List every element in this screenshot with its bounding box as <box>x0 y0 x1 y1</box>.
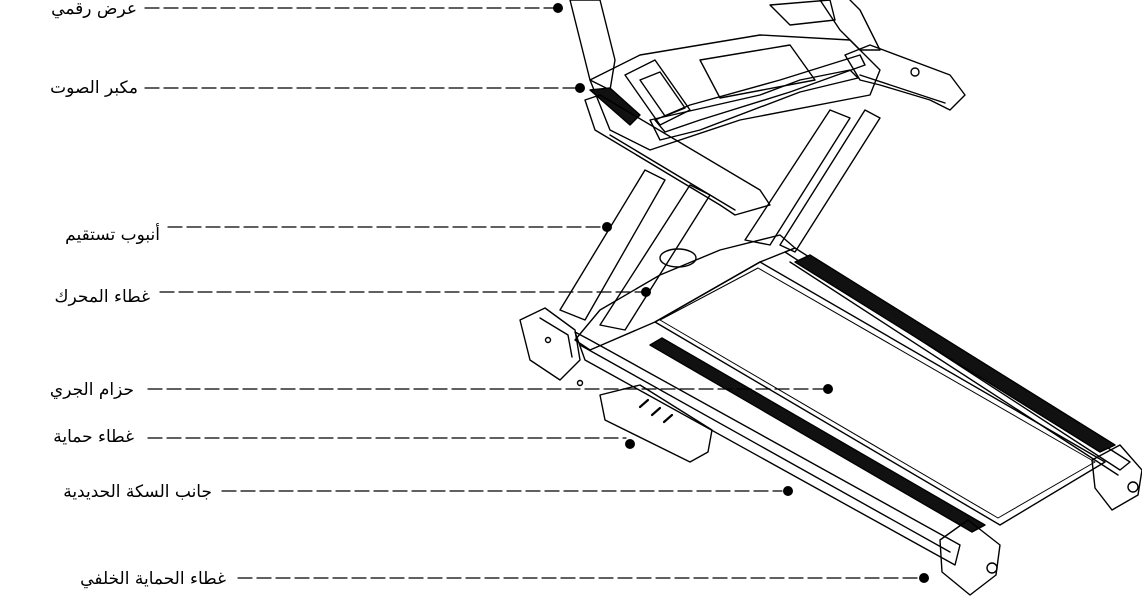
console-assembly <box>569 0 966 216</box>
callout-dot-speaker <box>575 83 585 93</box>
treadmill-frame <box>519 234 1142 596</box>
rear-end-cap-right <box>1091 444 1142 511</box>
callout-dot-display <box>553 3 563 13</box>
label-rail-side: جانب السكة الحديدية <box>63 482 212 502</box>
callout-dot-upright <box>602 222 612 232</box>
callout-dot-running-belt <box>823 384 833 394</box>
callout-dot-guard-cover <box>625 439 635 449</box>
label-rear-cover: غطاء الحماية الخلفي <box>80 569 226 589</box>
label-guard-cover: غطاء حماية <box>53 427 134 447</box>
speaker-shape <box>589 87 641 126</box>
label-speaker: مكبر الصوت <box>50 78 138 98</box>
label-display: عرض رقمي <box>51 0 137 19</box>
rear-end-cap-left <box>939 519 1001 596</box>
callout-dot-rail-side <box>783 486 793 496</box>
display-panel <box>569 0 616 91</box>
upright-tubes <box>559 109 881 331</box>
guard-cover-shape <box>599 384 713 463</box>
callout-lines <box>144 3 929 583</box>
label-motor-cover: غطاء المحرك <box>54 287 150 307</box>
callout-dot-rear-cover <box>919 573 929 583</box>
label-upright: أنبوب تستقيم <box>65 225 160 245</box>
callout-dot-motor-cover <box>641 287 651 297</box>
label-running-belt: حزام الجري <box>49 380 134 400</box>
running-belt-shape <box>659 267 1096 519</box>
